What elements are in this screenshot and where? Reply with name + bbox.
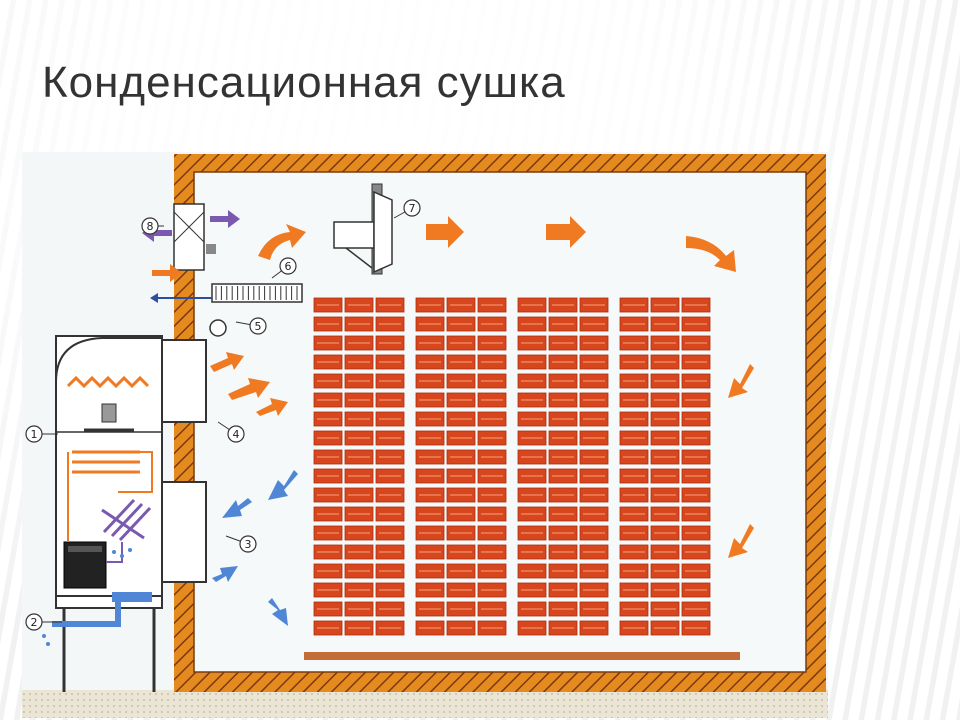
floor xyxy=(22,690,828,718)
callout-number: 2 xyxy=(31,616,38,629)
warm-airflow-arrows xyxy=(210,216,754,558)
callout-circle xyxy=(25,613,43,631)
callout-number: 3 xyxy=(245,538,252,551)
callout-number: 5 xyxy=(255,320,262,333)
exhaust-vent xyxy=(173,203,216,271)
heat-exchanger xyxy=(211,283,303,303)
dryer-diagram: 1 2 3 4 5 6 7 8 xyxy=(22,152,828,718)
callout-circle xyxy=(141,217,159,235)
callout-circle xyxy=(279,257,297,275)
callout-circle xyxy=(239,535,257,553)
lumber-stacks xyxy=(313,297,711,636)
callout-circle xyxy=(403,199,421,217)
callout-number: 6 xyxy=(285,260,292,273)
humidity-sensor xyxy=(209,319,227,337)
slide-title: Конденсационная сушка xyxy=(42,58,566,107)
dehumidifier-unit xyxy=(42,335,207,692)
callout-numbers: 1 2 3 4 5 6 7 8 xyxy=(25,199,421,631)
callout-circle xyxy=(249,317,267,335)
callout-number: 1 xyxy=(31,428,38,441)
callout-number: 4 xyxy=(233,428,240,441)
cold-airflow-arrows xyxy=(212,470,298,626)
callout-number: 8 xyxy=(147,220,154,233)
circulation-fan xyxy=(333,183,393,275)
callout-number: 7 xyxy=(409,202,416,215)
pallet-base xyxy=(304,652,740,660)
callout-circle xyxy=(25,425,43,443)
callout-circle xyxy=(227,425,245,443)
